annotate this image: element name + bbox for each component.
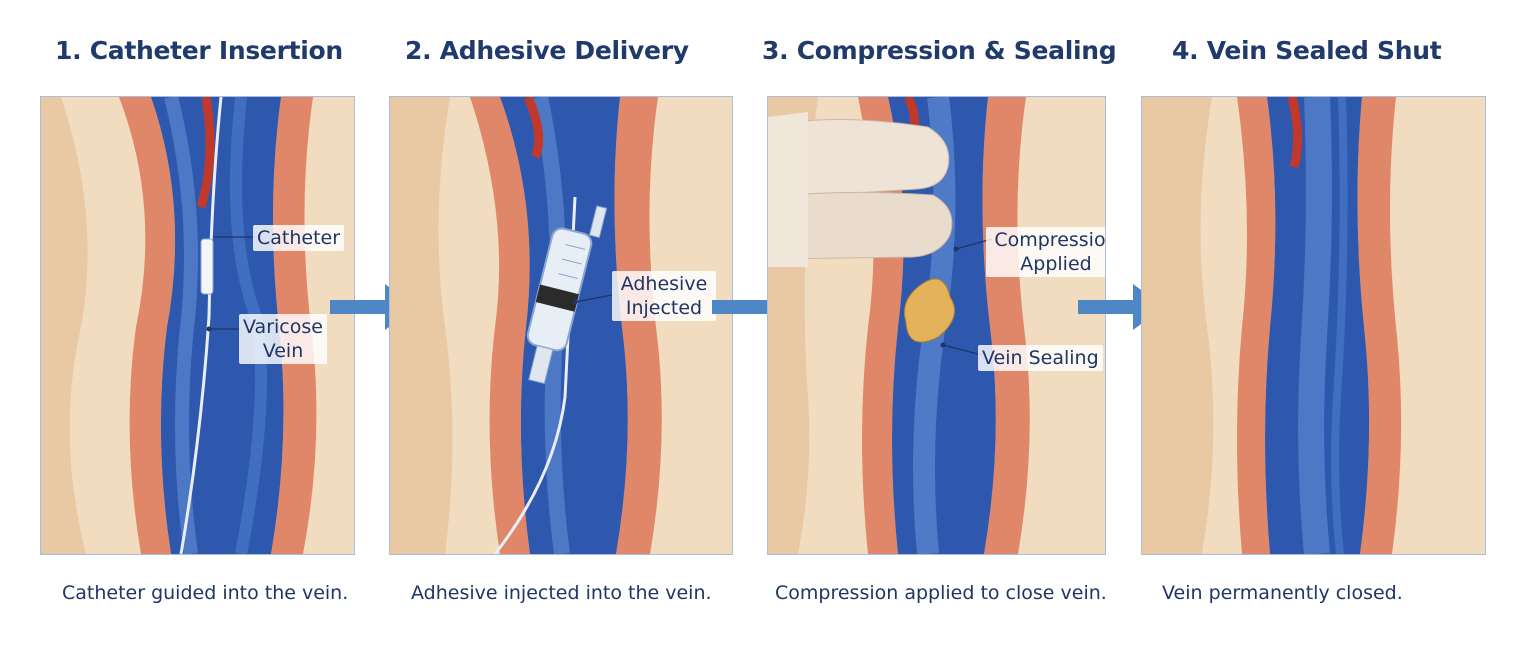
- panel-compression-sealing: Compression Applied Vein Sealing: [767, 96, 1106, 555]
- step-4-caption: Vein permanently closed.: [1162, 582, 1403, 604]
- leg-illustration-4: [1142, 97, 1485, 554]
- step-2-title: 2. Adhesive Delivery: [405, 36, 689, 65]
- label-varicose-vein: Varicose Vein: [239, 314, 327, 364]
- step-4-title: 4. Vein Sealed Shut: [1172, 36, 1442, 65]
- step-1-title: 1. Catheter Insertion: [55, 36, 343, 65]
- panel-catheter-insertion: Catheter Varicose Vein: [40, 96, 355, 555]
- panel-vein-sealed: [1141, 96, 1486, 555]
- leg-illustration-2: [390, 97, 732, 554]
- step-3-title: 3. Compression & Sealing: [762, 36, 1117, 65]
- label-compression-applied: Compression Applied: [986, 227, 1105, 277]
- label-vein-sealing: Vein Sealing: [978, 345, 1103, 371]
- leg-illustration-3: [768, 97, 1105, 554]
- step-1-caption: Catheter guided into the vein.: [62, 582, 349, 604]
- panel-adhesive-delivery: Adhesive Injected: [389, 96, 733, 555]
- step-2-caption: Adhesive injected into the vein.: [411, 582, 712, 604]
- label-adhesive-injected: Adhesive Injected: [612, 271, 716, 321]
- label-catheter: Catheter: [253, 225, 345, 251]
- step-3-caption: Compression applied to close vein.: [775, 582, 1107, 604]
